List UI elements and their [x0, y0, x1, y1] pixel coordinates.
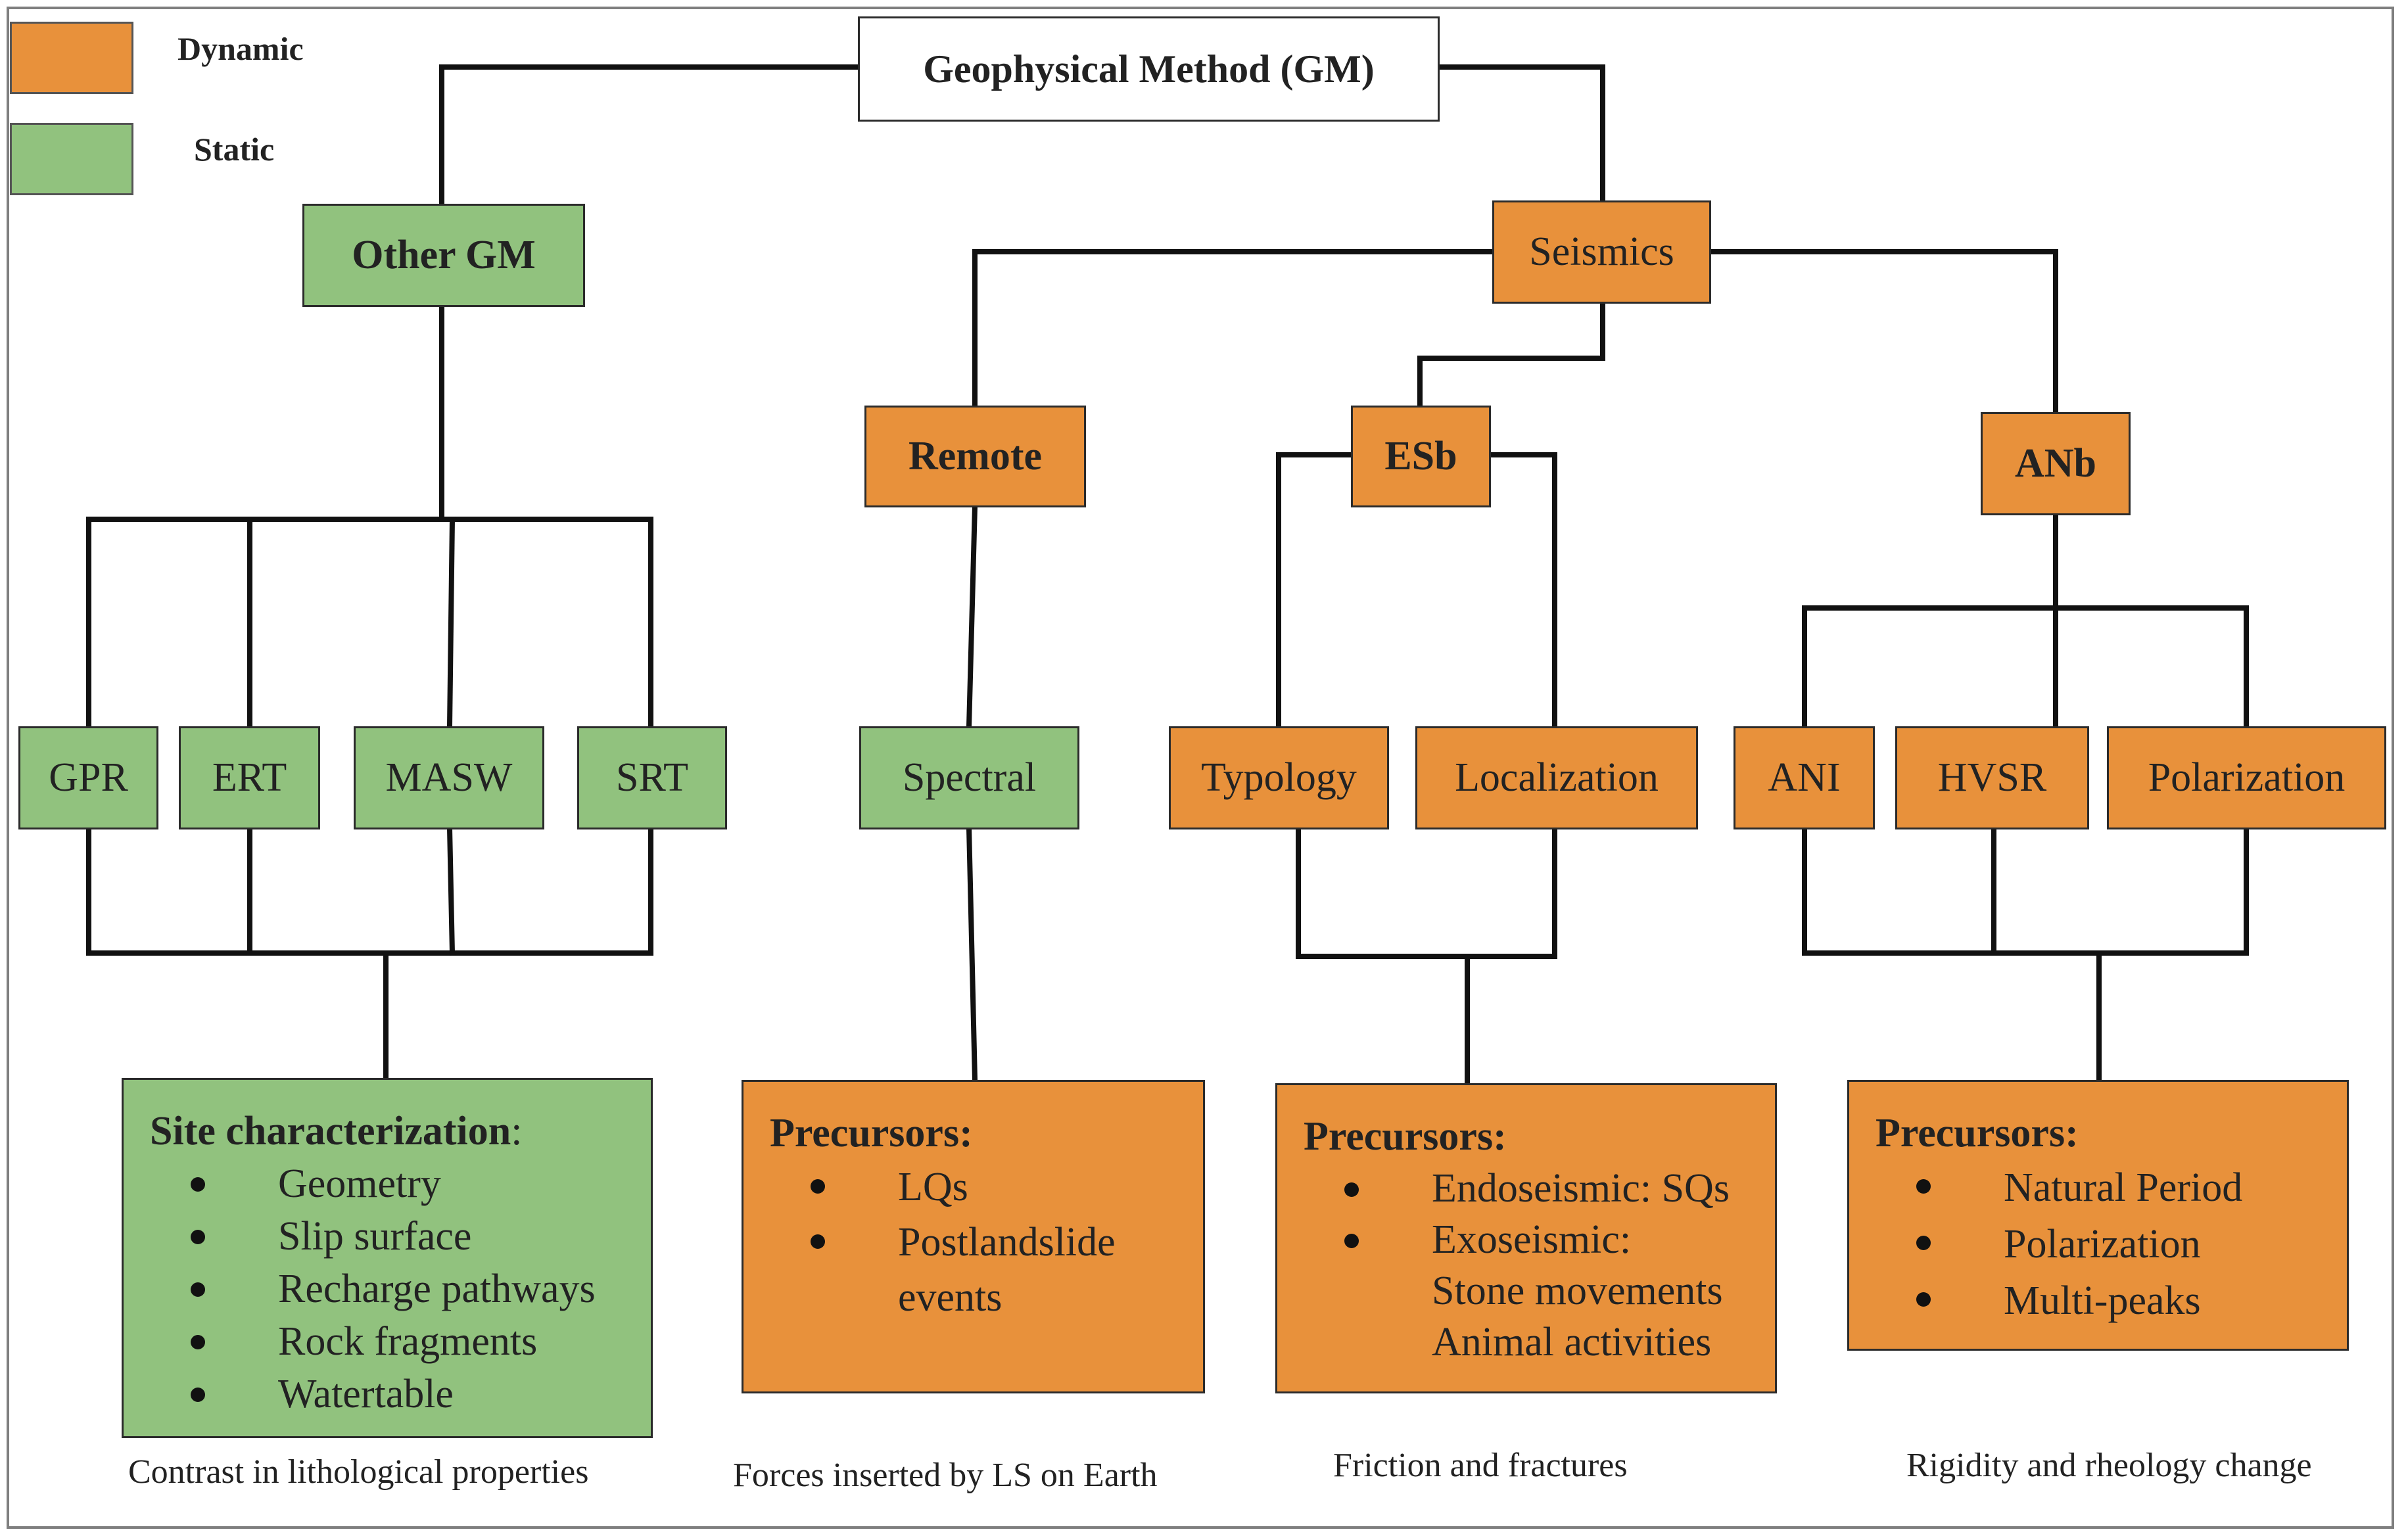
- list-item-continuation: Stone movements: [1432, 1269, 1723, 1313]
- bullet-icon: [191, 1388, 205, 1402]
- list-item-text: LQs: [898, 1165, 968, 1209]
- legend-dynamic-swatch: [10, 22, 133, 94]
- remote-caption: Forces inserted by LS on Earth: [733, 1457, 1158, 1494]
- other-gm-node: Other GM: [302, 204, 585, 307]
- bullet-icon: [1916, 1236, 1931, 1250]
- list-item-text: Watertable: [278, 1372, 454, 1416]
- list-item-text: Polarization: [2004, 1222, 2201, 1267]
- list-item-text: Multi-peaks: [2004, 1278, 2201, 1323]
- list-item-text: Exoseismic:: [1432, 1217, 1632, 1262]
- remote-precursors-list: LQs Postlandslide events: [770, 1159, 1203, 1325]
- esb-caption: Friction and fractures: [1333, 1447, 1628, 1484]
- list-item: Rock fragments: [150, 1315, 651, 1368]
- list-item: Multi-peaks: [1875, 1272, 2347, 1329]
- bullet-icon: [1344, 1234, 1359, 1248]
- esb-precursors-heading: Precursors:: [1304, 1114, 1507, 1159]
- list-item-continuation: events: [898, 1275, 1003, 1320]
- site-characterization-list: Geometry Slip surface Recharge pathways …: [150, 1157, 651, 1420]
- polarization-node: Polarization: [2107, 726, 2386, 829]
- legend-dynamic-label: Dynamic: [177, 30, 304, 67]
- remote-precursors-box: Precursors: LQs Postlandslide events: [742, 1080, 1205, 1393]
- srt-node: SRT: [577, 726, 727, 829]
- bullet-icon: [1344, 1182, 1359, 1197]
- list-item-continuation: Animal activities: [1432, 1320, 1712, 1365]
- anb-caption: Rigidity and rheology change: [1906, 1447, 2312, 1484]
- list-item: Postlandslide: [770, 1215, 1203, 1270]
- bullet-icon: [191, 1230, 205, 1244]
- site-characterization-title: Site characterization: [150, 1109, 511, 1154]
- list-item: Polarization: [1875, 1216, 2347, 1272]
- list-item-text: Postlandslide: [898, 1220, 1116, 1265]
- anb-precursors-list: Natural Period Polarization Multi-peaks: [1875, 1159, 2347, 1329]
- ert-node: ERT: [179, 726, 320, 829]
- site-characterization-colon: :: [511, 1109, 523, 1154]
- ani-node: ANI: [1734, 726, 1875, 829]
- seismics-node: Seismics: [1492, 200, 1711, 304]
- site-characterization-box: Site characterization: Geometry Slip sur…: [122, 1078, 653, 1438]
- bullet-icon: [191, 1282, 205, 1297]
- bullet-icon: [191, 1335, 205, 1349]
- list-item: Watertable: [150, 1368, 651, 1420]
- legend-static-label: Static: [194, 131, 275, 168]
- root-node: Geophysical Method (GM): [858, 16, 1440, 122]
- bullet-icon: [1916, 1179, 1931, 1194]
- list-item: LQs: [770, 1159, 1203, 1215]
- gpr-node: GPR: [18, 726, 158, 829]
- remote-precursors-heading: Precursors:: [770, 1111, 973, 1155]
- list-item-text: Endoseismic: SQs: [1432, 1166, 1730, 1211]
- anb-precursors-box: Precursors: Natural Period Polarization …: [1847, 1080, 2349, 1351]
- list-item: Natural Period: [1875, 1159, 2347, 1216]
- site-characterization-heading: Site characterization:: [150, 1105, 651, 1157]
- localization-node: Localization: [1415, 726, 1698, 829]
- typology-node: Typology: [1169, 726, 1389, 829]
- list-item-text: Recharge pathways: [278, 1267, 596, 1311]
- list-item: Recharge pathways: [150, 1263, 651, 1315]
- esb-precursors-box: Precursors: Endoseismic: SQs Exoseismic:…: [1275, 1083, 1777, 1393]
- list-item-text: Geometry: [278, 1161, 441, 1206]
- site-caption: Contrast in lithological properties: [128, 1453, 589, 1491]
- diagram-frame: [7, 7, 2394, 1529]
- remote-node: Remote: [864, 406, 1086, 507]
- list-item-text: Rock fragments: [278, 1319, 538, 1364]
- list-item: Geometry: [150, 1157, 651, 1210]
- bullet-icon: [1916, 1292, 1931, 1307]
- hvsr-node: HVSR: [1895, 726, 2089, 829]
- legend-static-swatch: [10, 123, 133, 195]
- anb-node: ANb: [1981, 412, 2131, 515]
- masw-node: MASW: [354, 726, 544, 829]
- bullet-icon: [811, 1234, 825, 1249]
- bullet-icon: [191, 1177, 205, 1192]
- list-item-text: Slip surface: [278, 1214, 472, 1259]
- esb-precursors-list: Endoseismic: SQs Exoseismic: Stone movem…: [1304, 1163, 1775, 1368]
- list-item: Endoseismic: SQs: [1304, 1163, 1775, 1214]
- list-item: Slip surface: [150, 1210, 651, 1263]
- list-item: Exoseismic:: [1304, 1214, 1775, 1265]
- bullet-icon: [811, 1179, 825, 1194]
- list-item-text: Natural Period: [2004, 1165, 2243, 1210]
- anb-precursors-heading: Precursors:: [1875, 1111, 2079, 1155]
- esb-node: ESb: [1351, 406, 1491, 507]
- spectral-node: Spectral: [859, 726, 1079, 829]
